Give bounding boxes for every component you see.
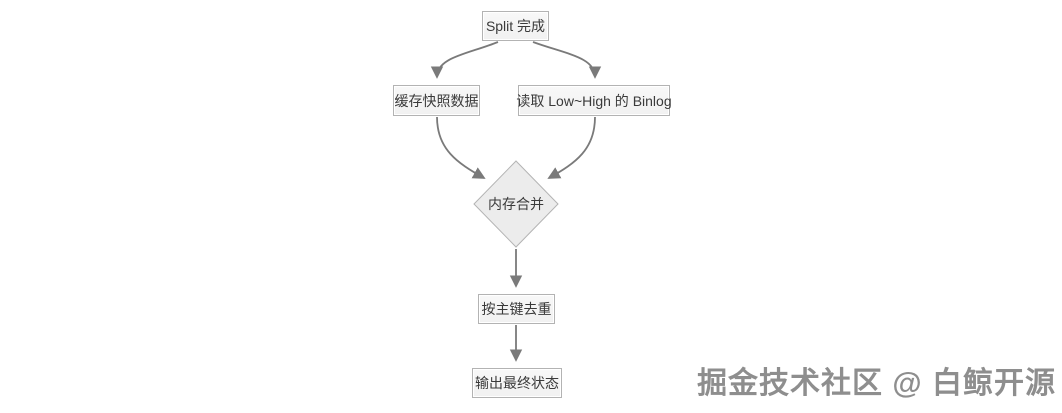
edge-cache-to-merge bbox=[436, 116, 486, 179]
node-cache-snapshot: 缓存快照数据 bbox=[393, 85, 480, 116]
node-memory-merge-label: 内存合并 bbox=[488, 196, 544, 212]
edge-binlog-to-merge bbox=[547, 116, 596, 179]
edge-split-to-cache bbox=[430, 41, 499, 79]
node-split-done: Split 完成 bbox=[482, 11, 549, 41]
edge-split-to-binlog bbox=[532, 41, 602, 79]
node-dedupe-by-pk: 按主键去重 bbox=[478, 294, 555, 324]
memory-merge-diamond-shape bbox=[473, 160, 559, 248]
watermark-text: 掘金技术社区 @ 白鲸开源 bbox=[697, 367, 1056, 400]
node-output-final-state: 输出最终状态 bbox=[472, 368, 562, 398]
node-read-binlog: 读取 Low~High 的 Binlog bbox=[516, 85, 672, 116]
